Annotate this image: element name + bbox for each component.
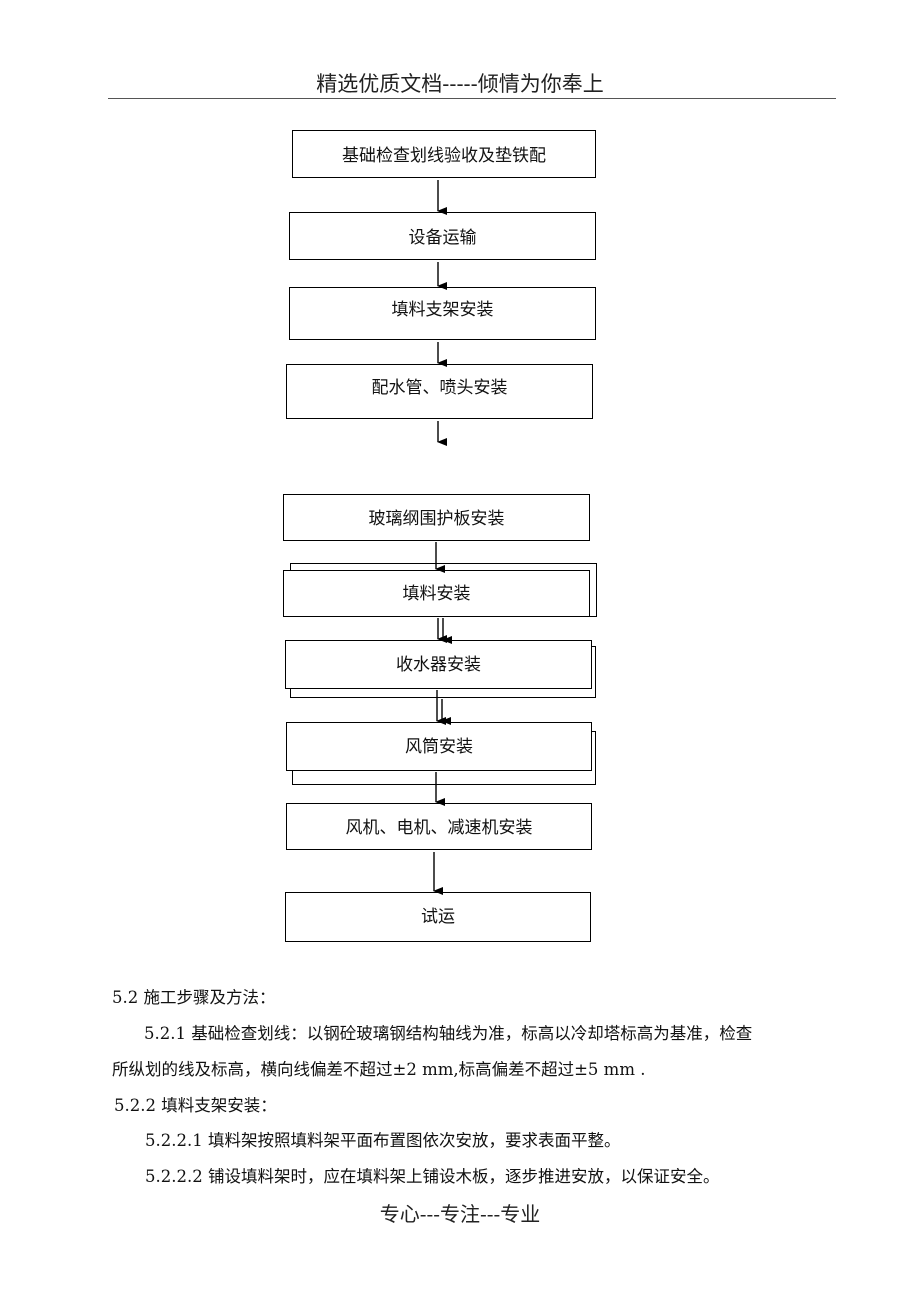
flow-step-7: 收水器安装: [285, 640, 592, 689]
flow-step-3-label: 填料支架安装: [391, 300, 494, 320]
flow-step-9: 风机、电机、减速机安装: [286, 803, 592, 850]
paragraph-521-line2: 所纵划的线及标高，横向线偏差不超过±2 mm,标高偏差不超过±5 mm .: [112, 1060, 646, 1079]
flow-step-8: 风筒安装: [286, 722, 592, 771]
paragraph-5221: 5.2.2.1 填料架按照填料架平面布置图依次安放，要求表面平整。: [145, 1131, 621, 1150]
flow-step-8-label: 风筒安装: [405, 737, 473, 757]
flow-step-2-label: 设备运输: [408, 228, 477, 248]
flow-step-10: 试运: [285, 892, 591, 942]
flow-step-5-label: 玻璃纲围护板安装: [368, 509, 505, 529]
flow-step-9-label: 风机、电机、减速机安装: [345, 818, 533, 838]
flow-step-3: 填料支架安装: [289, 287, 596, 340]
flow-step-4-label: 配水管、喷头安装: [371, 378, 508, 398]
page-footer: 专心---专注---专业: [379, 1202, 541, 1226]
flow-step-10-label: 试运: [421, 907, 455, 927]
header-rule: [108, 98, 836, 99]
page-header: 精选优质文档-----倾情为你奉上: [316, 72, 604, 96]
flow-step-4: 配水管、喷头安装: [286, 364, 593, 419]
flow-step-6-label: 填料安装: [402, 584, 471, 604]
flow-step-1-label: 基础检查划线验收及垫铁配: [342, 146, 546, 166]
paragraph-5222: 5.2.2.2 铺设填料架时，应在填料架上铺设木板，逐步推进安放，以保证安全。: [145, 1167, 720, 1186]
section-heading: 5.2 施工步骤及方法：: [112, 988, 276, 1007]
flow-step-7-label: 收水器安装: [396, 655, 481, 675]
flow-step-1: 基础检查划线验收及垫铁配: [292, 130, 596, 178]
flow-step-2: 设备运输: [289, 212, 596, 260]
flow-step-5: 玻璃纲围护板安装: [283, 494, 590, 541]
paragraph-522: 5.2.2 填料支架安装：: [114, 1096, 277, 1115]
paragraph-521-line1: 5.2.1 基础检查划线：以钢砼玻璃钢结构轴线为准，标高以冷却塔标高为基准，检查: [144, 1024, 753, 1043]
